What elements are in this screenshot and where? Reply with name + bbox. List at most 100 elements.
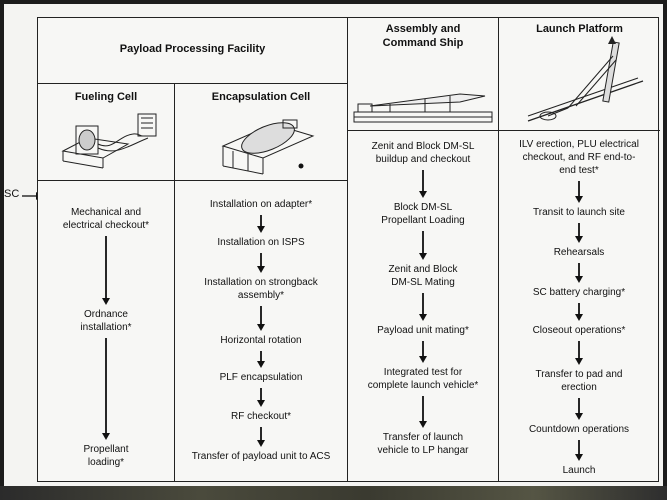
lp-step-5: Closeout operations* bbox=[533, 324, 626, 337]
lp-arrow-4 bbox=[575, 303, 583, 321]
fueling-step-2-line-2: installation* bbox=[80, 322, 132, 333]
lp-step-8: Launch bbox=[563, 464, 596, 477]
encap-step-6: RF checkout* bbox=[231, 410, 291, 423]
acs-step-5-line-2: complete launch vehicle* bbox=[367, 380, 479, 391]
encap-step-4: Horizontal rotation bbox=[220, 334, 301, 347]
lp-step-1: ILV erection, PLU electrical checkout, an… bbox=[519, 138, 639, 177]
lp-step-3: Rehearsals bbox=[554, 246, 605, 259]
fueling-step-2-line-1: Ordnance bbox=[84, 309, 128, 320]
lp-step-1-line-1: ILV erection, PLU electrical bbox=[519, 139, 639, 150]
fueling-arrow-2 bbox=[102, 338, 110, 440]
acs-step-2: Block DM-SL Propellant Loading bbox=[381, 201, 464, 227]
encap-step-1: Installation on adapter* bbox=[210, 198, 312, 211]
encapsulation-cell-illustration bbox=[221, 119, 315, 175]
acs-step-1-line-2: buildup and checkout bbox=[375, 154, 471, 165]
encap-step-4-line-1: Horizontal rotation bbox=[220, 335, 302, 346]
lp-arrow-5 bbox=[575, 341, 583, 365]
acs-step-6-line-1: Transfer of launch bbox=[382, 432, 464, 443]
encap-step-5: PLF encapsulation bbox=[220, 371, 303, 384]
acs-step-2-line-2: Propellant Loading bbox=[381, 215, 465, 226]
lp-step-4: SC battery charging* bbox=[533, 286, 625, 299]
header-fueling-cell: Fueling Cell bbox=[74, 91, 138, 103]
acs-arrow-3 bbox=[419, 293, 427, 321]
divider-acs-image bbox=[347, 130, 660, 131]
lp-step-6: Transfer to pad and erection bbox=[536, 368, 623, 394]
acs-arrow-2 bbox=[419, 231, 427, 260]
acs-step-6-line-2: vehicle to LP hangar bbox=[377, 445, 469, 456]
encap-step-3-line-1: Installation on strongback bbox=[204, 277, 318, 288]
encap-step-2-line-1: Installation on ISPS bbox=[217, 237, 305, 248]
encap-step-1-line-1: Installation on adapter* bbox=[209, 199, 313, 210]
lp-arrow-1 bbox=[575, 181, 583, 203]
header-encapsulation-cell: Encapsulation Cell bbox=[211, 91, 311, 103]
lp-step-4-line-1: SC battery charging* bbox=[532, 287, 626, 298]
launch-platform-illustration bbox=[527, 36, 644, 122]
acs-step-1: Zenit and Block DM-SL buildup and checkou… bbox=[372, 140, 475, 166]
lp-step-2: Transit to launch site bbox=[533, 206, 625, 219]
lp-step-5-line-1: Closeout operations* bbox=[532, 325, 626, 336]
encap-step-7-line-1: Transfer of payload unit to ACS bbox=[191, 451, 331, 462]
encap-arrow-5 bbox=[257, 388, 265, 407]
header-launch-platform: Launch Platform bbox=[536, 23, 623, 35]
acs-arrow-1 bbox=[419, 170, 427, 198]
acs-step-2-line-1: Block DM-SL bbox=[393, 202, 453, 213]
encap-step-5-line-1: PLF encapsulation bbox=[219, 372, 303, 383]
divider-fueling-encap bbox=[174, 83, 175, 481]
header-assembly-command-ship: Assembly and Command Ship bbox=[348, 22, 498, 50]
lp-step-1-line-2: checkout, and RF end-to- bbox=[522, 152, 636, 163]
lp-step-8-line-1: Launch bbox=[562, 465, 596, 476]
acs-step-4-line-1: Payload unit mating* bbox=[377, 325, 469, 336]
lp-step-7-line-1: Countdown operations bbox=[528, 424, 630, 435]
lp-step-3-line-1: Rehearsals bbox=[553, 247, 605, 258]
fueling-step-3-line-2: loading* bbox=[87, 457, 125, 468]
encap-step-2: Installation on ISPS bbox=[217, 236, 304, 249]
acs-step-5-line-1: Integrated test for bbox=[383, 367, 463, 378]
divider-cell-images bbox=[38, 180, 347, 181]
fueling-arrow-1 bbox=[102, 236, 110, 305]
acs-step-3-line-2: DM-SL Mating bbox=[391, 277, 455, 288]
encap-step-6-line-1: RF checkout* bbox=[230, 411, 292, 422]
lp-arrow-2 bbox=[575, 223, 583, 243]
lp-arrow-6 bbox=[575, 398, 583, 420]
encap-arrow-1 bbox=[257, 215, 265, 233]
acs-step-5: Integrated test for complete launch vehic… bbox=[368, 366, 479, 392]
lp-arrow-7 bbox=[575, 440, 583, 461]
lp-step-7: Countdown operations bbox=[529, 423, 629, 436]
divider-ppf-acs bbox=[347, 18, 348, 481]
fueling-step-3: Propellant loading* bbox=[83, 443, 128, 469]
divider-acs-lp bbox=[498, 18, 499, 481]
encap-arrow-4 bbox=[257, 351, 265, 368]
encap-arrow-6 bbox=[257, 427, 265, 447]
fueling-step-1-line-1: Mechanical and bbox=[70, 207, 142, 218]
header-acs-line1: Assembly and bbox=[385, 23, 461, 35]
acs-step-1-line-1: Zenit and Block DM-SL bbox=[371, 141, 475, 152]
fueling-step-1: Mechanical and electrical checkout* bbox=[63, 206, 149, 232]
fueling-cell-illustration bbox=[61, 113, 157, 169]
sc-label: SC bbox=[4, 188, 20, 200]
encap-step-7: Transfer of payload unit to ACS bbox=[192, 450, 331, 463]
encap-arrow-3 bbox=[257, 306, 265, 331]
encap-step-3-line-2: assembly* bbox=[237, 290, 285, 301]
lp-step-6-line-2: erection bbox=[561, 382, 597, 393]
acs-step-4: Payload unit mating* bbox=[377, 324, 469, 337]
acs-arrow-5 bbox=[419, 396, 427, 428]
encap-step-3: Installation on strongback assembly* bbox=[204, 276, 317, 302]
assembly-command-ship-illustration bbox=[353, 93, 493, 123]
lp-step-1-line-3: end test* bbox=[559, 165, 599, 176]
acs-step-3-line-1: Zenit and Block bbox=[388, 264, 458, 275]
encap-arrow-2 bbox=[257, 253, 265, 273]
header-payload-processing-facility: Payload Processing Facility bbox=[119, 43, 266, 55]
bottom-decorative-strip bbox=[0, 486, 667, 500]
fueling-step-2: Ordnance installation* bbox=[80, 308, 131, 334]
acs-arrow-4 bbox=[419, 341, 427, 363]
header-acs-line2: Command Ship bbox=[382, 37, 464, 49]
fueling-step-1-line-2: electrical checkout* bbox=[62, 220, 150, 231]
acs-step-6: Transfer of launch vehicle to LP hangar bbox=[378, 431, 469, 457]
lp-arrow-3 bbox=[575, 263, 583, 283]
lp-step-6-line-1: Transfer to pad and bbox=[535, 369, 623, 380]
divider-ppf-header bbox=[38, 83, 347, 84]
processing-flow-diagram: Payload Processing Facility Fueling Cell… bbox=[37, 17, 660, 482]
fueling-step-3-line-1: Propellant bbox=[83, 444, 129, 455]
lp-step-2-line-1: Transit to launch site bbox=[533, 207, 625, 218]
